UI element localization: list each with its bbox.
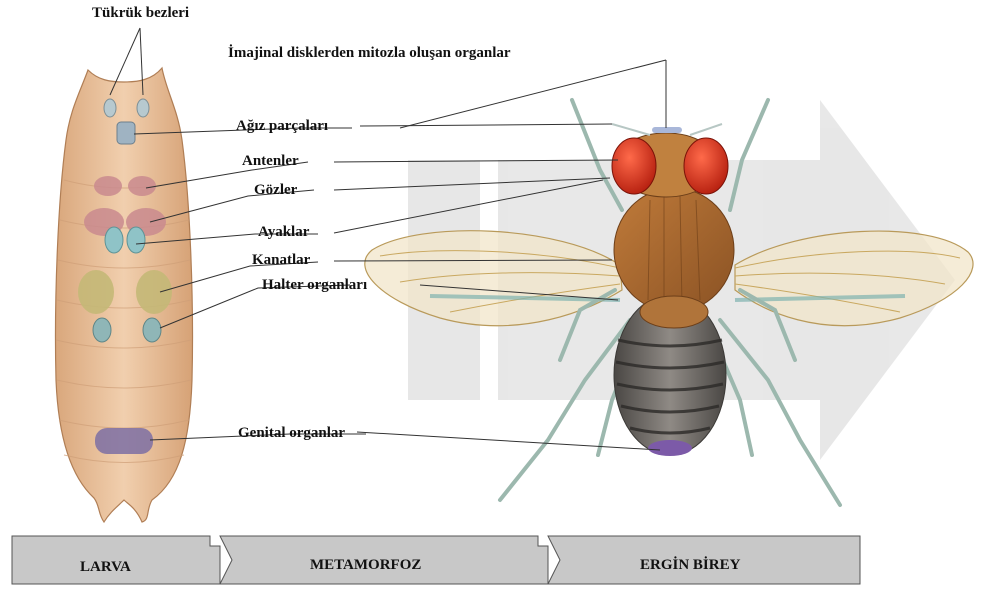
stage-larva: LARVA (80, 558, 131, 576)
label-legs: Ayaklar (258, 223, 309, 241)
fly-thorax (614, 188, 734, 312)
stage-adult: ERGİN BİREY (640, 556, 740, 574)
label-halteres: Halter organları (262, 276, 367, 294)
label-eyes: Gözler (254, 181, 297, 199)
fly-eye-left (612, 138, 656, 194)
larva-genital-disc (95, 428, 153, 454)
larva-salivary-left (104, 99, 116, 117)
label-wings: Kanatlar (252, 251, 310, 269)
label-salivary-glands: Tükrük bezleri (92, 4, 189, 22)
larva (55, 68, 192, 522)
larva-mouth-disc (117, 122, 135, 144)
stage-metamorphosis: METAMORFOZ (310, 556, 421, 574)
label-genital-organs: Genital organlar (238, 424, 345, 442)
fly-body (612, 124, 734, 456)
label-antennae: Antenler (242, 152, 299, 170)
fly-eye-right (684, 138, 728, 194)
diagram-title: İmajinal disklerden mitozla oluşan organ… (228, 44, 511, 62)
larva-salivary-right (137, 99, 149, 117)
label-mouth-parts: Ağız parçaları (236, 117, 328, 135)
